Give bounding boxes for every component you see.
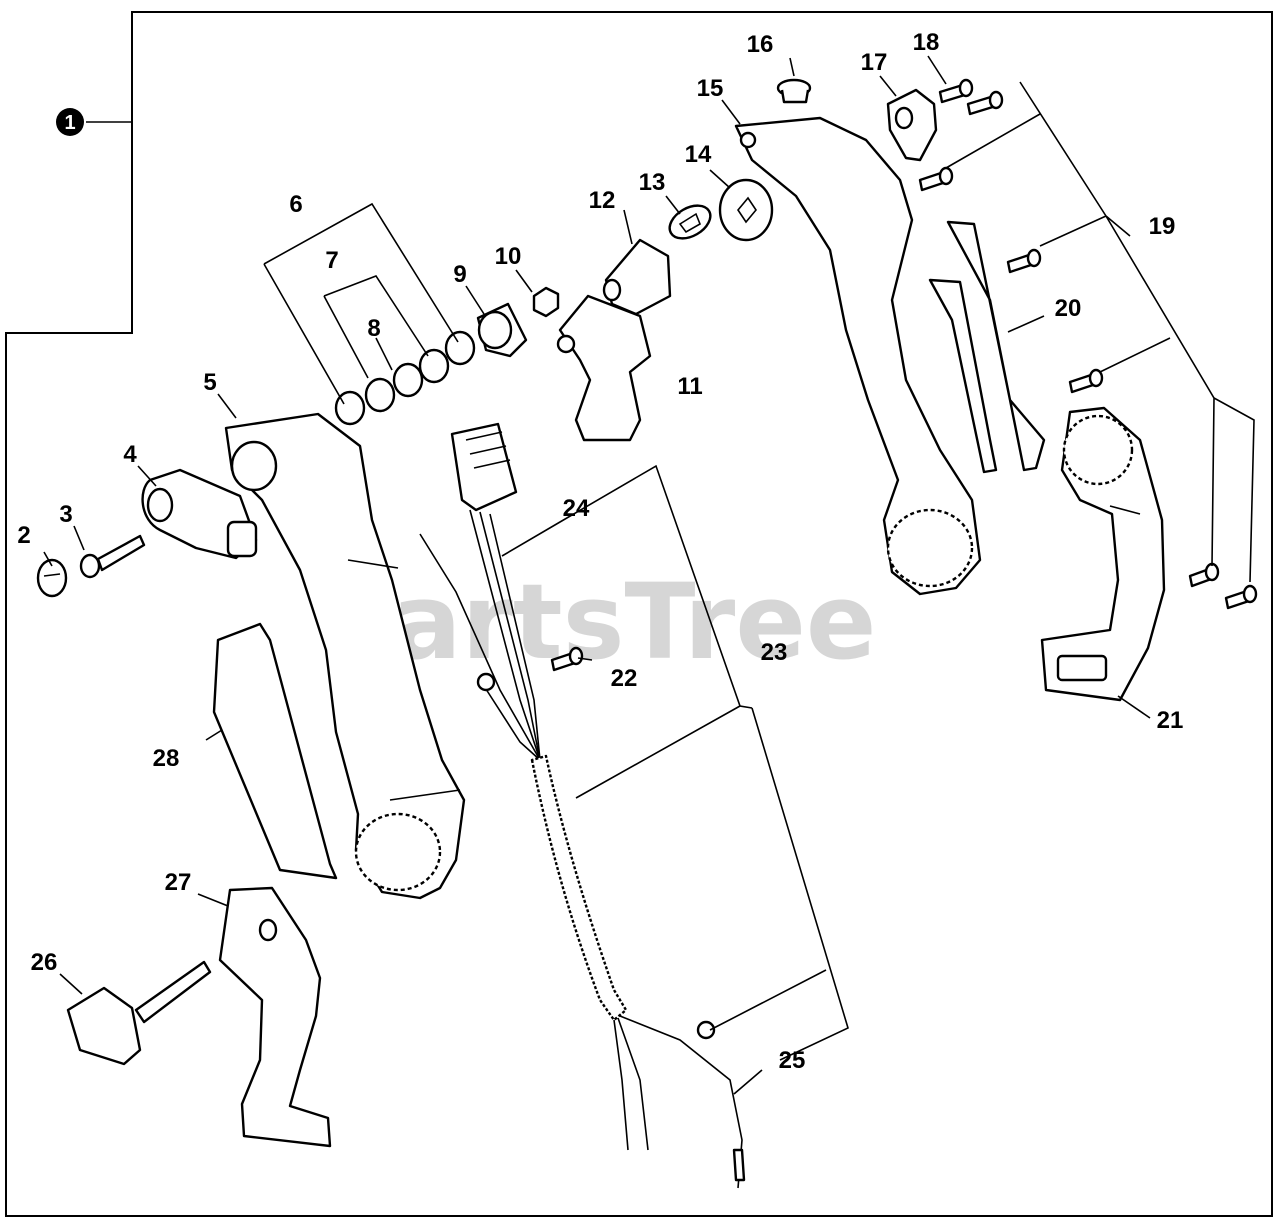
callout-26: 26 [31, 949, 58, 976]
callout-3: 3 [59, 501, 72, 528]
part-3-screw [79, 534, 146, 579]
part-20-cover [928, 220, 1046, 474]
callout-15: 15 [697, 75, 724, 102]
part-15-handle-half [734, 116, 982, 596]
callout-11: 11 [677, 373, 702, 400]
callout-4: 4 [123, 441, 137, 468]
part-27-bracket [218, 886, 332, 1148]
part-17-lock [886, 88, 938, 162]
callout-5: 5 [203, 369, 216, 396]
callout-28: 28 [153, 745, 180, 772]
callout-18: 18 [913, 29, 940, 56]
part-26-knob [66, 960, 212, 1066]
part-14-plate [718, 178, 774, 242]
callout-25: 25 [779, 1047, 806, 1074]
part-10-nut [532, 286, 560, 318]
part-5-handle-half [224, 412, 466, 900]
part-25-cable [732, 1148, 746, 1182]
part-24-connector [450, 422, 518, 512]
part-4-clamp [141, 468, 258, 560]
diagram-frame [5, 11, 1273, 1217]
callout-14: 14 [685, 141, 712, 168]
leader-lines [43, 55, 1255, 1095]
part-13-plate [668, 204, 712, 240]
callout-20: 20 [1055, 295, 1082, 322]
callout-22: 22 [611, 665, 638, 692]
part-9-spacer [476, 302, 528, 358]
part-2-cap [36, 558, 68, 598]
callout-labels: 2 3 4 5 6 7 8 9 10 11 12 13 14 15 16 17 … [17, 29, 1183, 1074]
callout-10: 10 [495, 243, 522, 270]
callout-12: 12 [589, 187, 616, 214]
part-6-washer-set [334, 330, 476, 426]
callout-7: 7 [325, 247, 338, 274]
part-21-bracket [1040, 406, 1166, 702]
callout-2: 2 [17, 522, 30, 549]
callout-19: 19 [1149, 213, 1176, 240]
assembly-marker [56, 108, 84, 136]
part-23-harness [419, 509, 743, 1189]
part-18-screws [918, 78, 1258, 610]
callout-13: 13 [639, 169, 666, 196]
callout-16: 16 [747, 31, 774, 58]
part-16-plug [776, 78, 812, 104]
callout-23: 23 [761, 639, 788, 666]
callout-17: 17 [861, 49, 888, 76]
part-12-switch [602, 238, 672, 316]
part-28-cover [212, 622, 338, 880]
part-11-trigger [556, 294, 652, 442]
callout-21: 21 [1157, 707, 1184, 734]
callout-8: 8 [367, 315, 380, 342]
callout-27: 27 [165, 869, 192, 896]
part-22-screw [550, 646, 584, 672]
assembly-marker-label: 1 [64, 112, 75, 134]
callout-9: 9 [453, 261, 466, 288]
callout-24: 24 [563, 495, 590, 522]
callout-6: 6 [289, 191, 302, 218]
